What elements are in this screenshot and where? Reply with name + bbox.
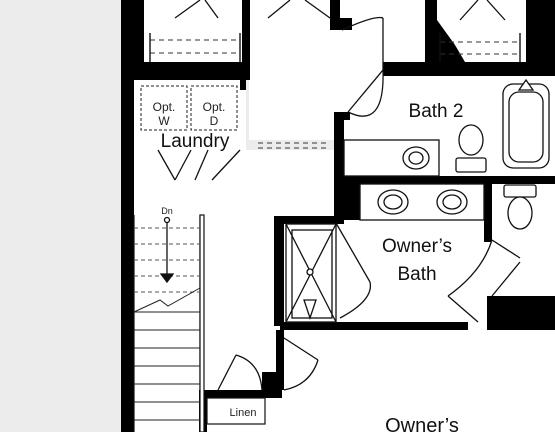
stair-treads-lower [133,287,201,421]
wall-corners [383,20,465,76]
stair-treads [134,227,200,293]
washer-label-line1: Opt. [153,100,176,114]
linen-label: Linen [230,407,257,419]
staircase [133,214,205,432]
closet-shelves [150,39,520,149]
dryer-label-line1: Opt. [203,100,226,114]
owners-bedroom-label: Owner’s [385,415,459,432]
stairs-direction-label: Dn [161,206,173,216]
closet-rods [149,33,521,62]
linen-closet [206,397,266,425]
bath2-label: Bath 2 [409,101,464,122]
owners-bath-fixtures [285,183,537,323]
laundry-appliances [140,85,238,131]
washer-label-line2: W [158,114,170,128]
laundry-label: Laundry [161,131,230,152]
owners-bath-label-line2: Bath [397,264,436,285]
dryer-label-line2: D [210,114,219,128]
walls [121,0,555,432]
stair-down-arrow [159,216,175,284]
bath2-partition [334,112,350,120]
owners-bath-label-line1: Owner’s [382,236,452,257]
door-swings [157,0,521,391]
bath2-fixtures [343,78,550,177]
